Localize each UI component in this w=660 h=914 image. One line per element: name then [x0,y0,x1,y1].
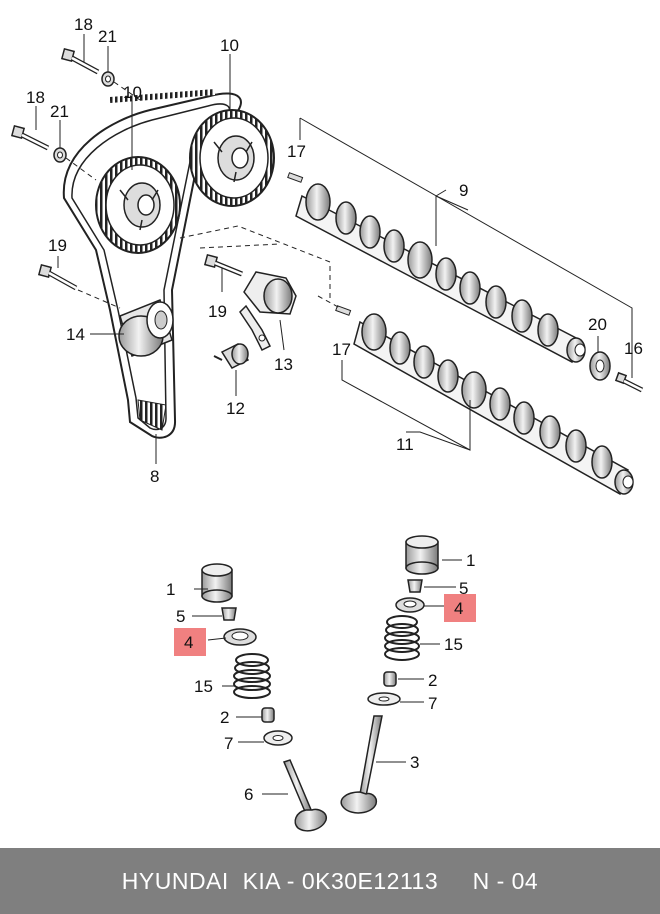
callout-labels: 18 21 10 18 21 10 17 9 19 19 14 13 20 16… [26,15,643,804]
callout-11: 11 [396,435,414,454]
valve-spring-15-right [384,615,420,661]
callout-20: 20 [588,315,607,334]
valve-seal-2-right [383,671,397,687]
callout-19-left: 19 [48,236,67,255]
callout-18-upper: 18 [74,15,93,34]
callout-2-left: 2 [220,708,229,727]
callout-7-left: 7 [224,734,233,753]
bolt-19-left [37,263,121,309]
callout-21-lower: 21 [50,102,69,121]
callout-5-right: 5 [459,579,468,598]
highlight-box-4-right [444,594,476,622]
callout-6: 6 [244,785,253,804]
spring-seat-4-left [223,628,257,646]
callout-12: 12 [226,399,245,418]
callout-15-left: 15 [194,677,213,696]
leader-lines [35,34,633,795]
washer-21-upper [101,71,115,87]
bolt-19-right [203,253,243,277]
callout-8: 8 [150,467,159,486]
pin-17-upper [287,172,304,183]
bolt-18-lower [10,124,50,151]
parts-diagram: 18 21 10 18 21 10 17 9 19 19 14 13 20 16… [10,15,644,832]
callout-17-lower: 17 [332,340,351,359]
highlight-box-4-left [174,628,206,656]
callout-4-left: 4 [184,633,193,652]
part-number-caption: HYUNDAI KIA - 0K30E12113 N - 04 [121,867,539,894]
tensioner-spring-12 [213,343,250,369]
callout-1-left: 1 [166,580,175,599]
callout-14: 14 [66,325,85,344]
callout-17-upper: 17 [287,142,306,161]
tensioner-13 [239,271,297,352]
bolt-16 [614,371,644,393]
callout-21-upper: 21 [98,27,117,46]
oil-seal-20 [589,351,611,381]
valve-spring-15-left [233,653,271,699]
callout-3: 3 [410,753,419,772]
timing-belt [62,89,242,439]
camshaft-sprocket-right [189,109,275,207]
camshaft-sprocket-left [95,156,181,254]
bolt-18-upper [60,47,100,75]
callout-10-left: 10 [123,83,142,102]
camshaft-9-bracket [299,117,633,340]
valve-seal-2-left [261,707,275,723]
valve-lifter-1-right [405,535,439,575]
idler-pulley-14 [118,298,174,358]
washer-21-lower [53,147,67,163]
callout-16: 16 [624,339,643,358]
valve-6 [282,759,327,832]
washer-7-right [367,692,401,706]
callout-15-right: 15 [444,635,463,654]
washer-7-left [263,730,293,746]
callout-19-right: 19 [208,302,227,321]
callout-4-right: 4 [454,599,463,618]
retainer-5-right [407,579,423,593]
footer-bar: HYUNDAI KIA - 0K30E12113 N - 04 [0,848,660,914]
callout-5-left: 5 [176,607,185,626]
spring-seat-4-right [395,597,425,613]
valve-3 [340,715,383,814]
callout-10-right: 10 [220,36,239,55]
callout-1-right: 1 [466,551,475,570]
retainer-5-left [221,607,237,621]
callout-18-lower: 18 [26,88,45,107]
camshaft-11 [353,313,634,496]
pin-17-lower [335,305,352,316]
dashed-leaders-top [65,81,141,181]
callout-7-right: 7 [428,694,437,713]
callout-9: 9 [459,181,468,200]
dashed-tensioner-box [179,225,331,300]
callout-13: 13 [274,355,293,374]
valve-lifter-1-left [201,563,233,603]
camshaft-9 [295,183,586,364]
callout-2-right: 2 [428,671,437,690]
camshaft-11-bracket [317,295,471,451]
